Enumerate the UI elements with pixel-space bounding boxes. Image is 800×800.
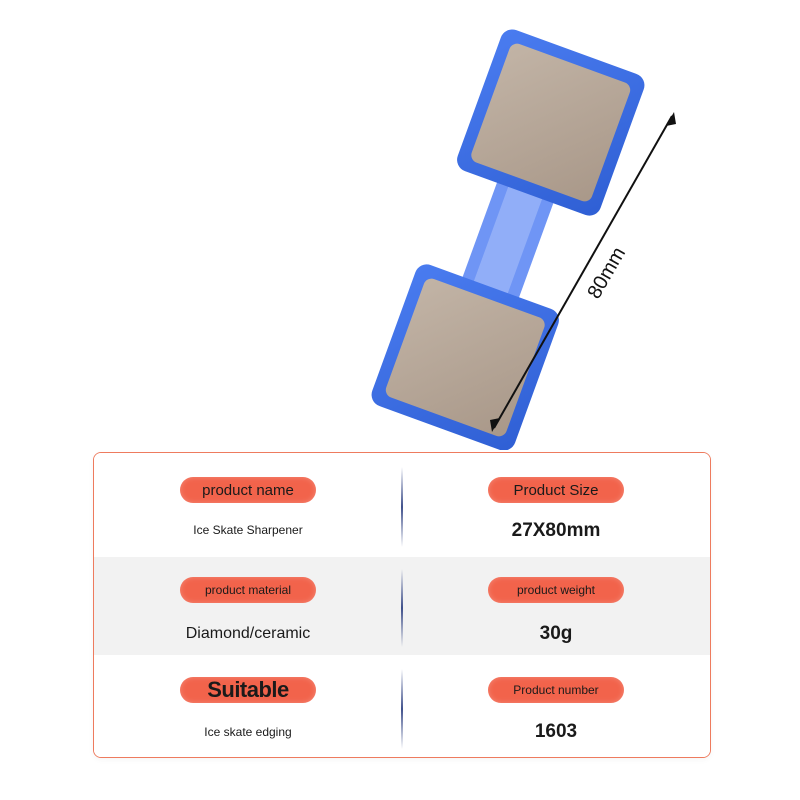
spec-cell-material: product material Diamond/ceramic bbox=[94, 557, 402, 655]
spec-table: product name Ice Skate Sharpener Product… bbox=[93, 452, 711, 758]
product-number-value: 1603 bbox=[534, 721, 578, 742]
product-material-label: product material bbox=[180, 577, 316, 603]
abrasive-pad-top bbox=[471, 43, 631, 202]
suitable-value: Ice skate edging bbox=[204, 725, 292, 739]
product-size-value: 27X80mm bbox=[511, 520, 601, 541]
product-size-label: Product Size bbox=[488, 477, 624, 503]
sharpener-body bbox=[371, 29, 645, 450]
spec-cell-weight: product weight 30g bbox=[402, 557, 710, 655]
product-number-label: Product number bbox=[488, 677, 624, 703]
spec-cell-suitable: Suitable Ice skate edging bbox=[94, 655, 402, 757]
spec-cell-name: product name Ice Skate Sharpener bbox=[94, 453, 402, 557]
suitable-label: Suitable bbox=[180, 677, 316, 703]
spec-cell-number: Product number 1603 bbox=[402, 655, 710, 757]
spec-cell-size: Product Size 27X80mm bbox=[402, 453, 710, 557]
abrasive-pad-bottom bbox=[385, 278, 545, 437]
dimension-label: 80mm bbox=[583, 243, 630, 302]
product-name-label: product name bbox=[180, 477, 316, 503]
column-divider bbox=[401, 669, 403, 749]
column-divider bbox=[401, 569, 403, 647]
product-weight-value: 30g bbox=[539, 623, 573, 644]
column-divider bbox=[401, 467, 403, 547]
dimension-arrow bbox=[490, 112, 676, 432]
product-weight-label: product weight bbox=[488, 577, 624, 603]
product-name-value: Ice Skate Sharpener bbox=[193, 523, 303, 537]
product-material-value: Diamond/ceramic bbox=[185, 625, 311, 642]
product-image: 80mm bbox=[371, 29, 676, 450]
